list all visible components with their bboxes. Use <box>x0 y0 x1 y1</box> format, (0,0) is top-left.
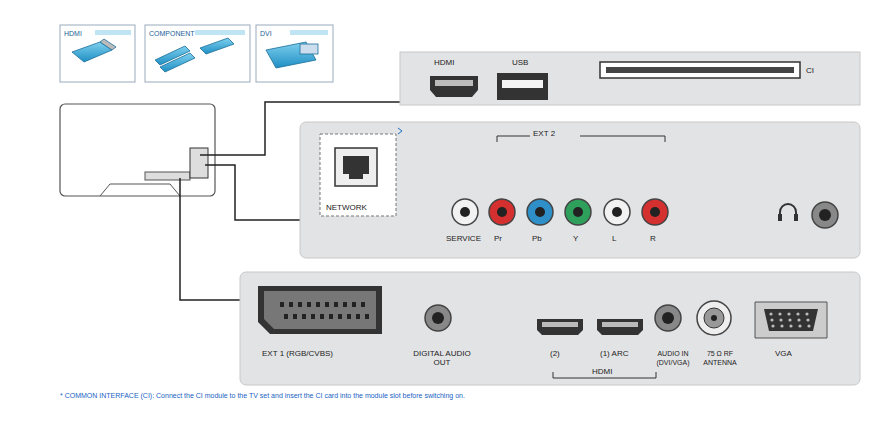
port-label: USB <box>512 58 528 67</box>
port-label: EXT 2 <box>531 129 557 138</box>
cable-card: HDMI <box>60 25 135 82</box>
port-label: Pr <box>494 234 502 243</box>
port-label: Y <box>573 234 578 243</box>
port-label: HDMI <box>434 58 454 67</box>
port-label: HDMI <box>590 367 614 376</box>
port-label: COMPONENT <box>149 29 195 38</box>
connector-panel: EXT 1 (RGB/CVBS) DIGITAL AUDIO OUT (2) (1) … <box>240 272 860 385</box>
port-label: L <box>612 234 616 243</box>
port-label: VGA <box>775 349 792 358</box>
connector-panel: NETWORK EXT 2 SERVICE Pr Pb Y L R <box>300 122 860 258</box>
connector-panel: HDMI USB CI <box>400 52 860 105</box>
port-label: EXT 1 (RGB/CVBS) <box>262 349 333 358</box>
port-label: CI <box>806 66 814 75</box>
cable-card: COMPONENT <box>145 25 250 82</box>
port-label: (1) ARC <box>600 349 628 358</box>
port-label: 75 Ω RF ANTENNA <box>697 349 743 367</box>
port-label: R <box>650 234 656 243</box>
port-label: NETWORK <box>326 203 367 212</box>
port-label: DIGITAL AUDIO OUT <box>410 349 474 367</box>
port-label: AUDIO IN (DVI/VGA) <box>644 349 702 367</box>
cable-card: DVI <box>256 25 333 82</box>
port-label: (2) <box>550 349 560 358</box>
port-label: DVI <box>260 29 272 38</box>
footnote: * COMMON INTERFACE (CI): Connect the CI … <box>60 392 465 399</box>
port-label: HDMI <box>64 29 82 38</box>
port-label: SERVICE <box>446 234 481 243</box>
port-label: Pb <box>532 234 542 243</box>
